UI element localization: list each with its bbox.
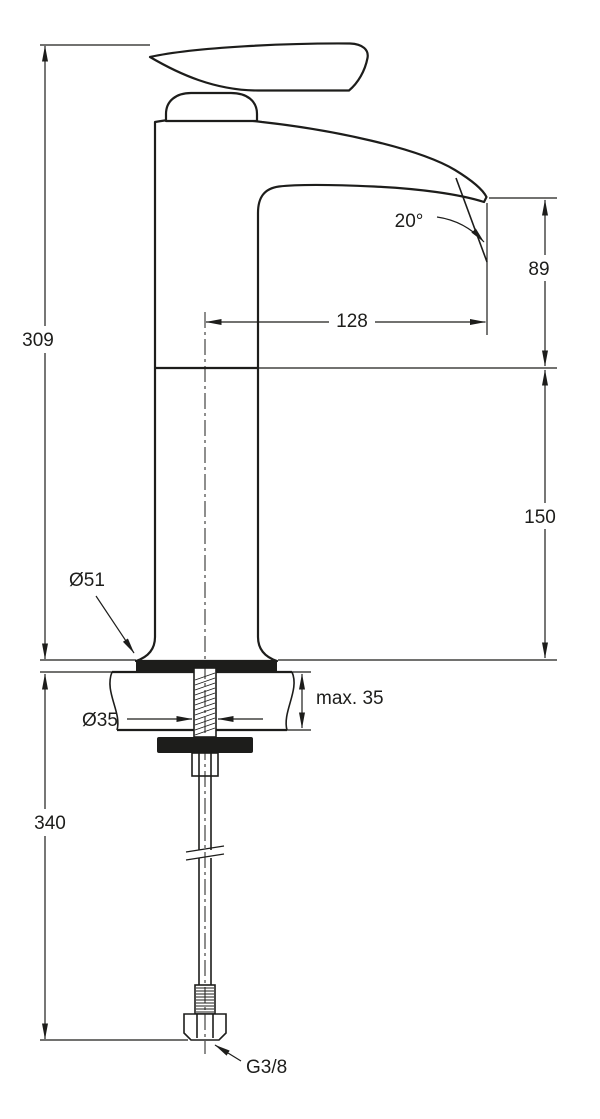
dim-outlet-height: 89 [259,197,558,369]
counter-thickness-label: max. 35 [316,688,384,709]
label-connection-thread: G3/8 [214,1044,287,1078]
counter-break-edge-right [285,671,295,731]
faucet-outline [134,42,488,671]
spout-reach-label: 128 [336,311,368,332]
mounting-hole-label: Ø35 [82,710,118,731]
dim-counter-thickness: max. 35 [286,671,384,731]
total-height-label: 309 [22,330,54,351]
lever-handle [148,42,369,92]
counter-break-edge-left [109,671,119,731]
supply-pipe [198,776,212,985]
below-counter-label: 340 [34,813,66,834]
dim-total-height: 309 [14,44,150,661]
base-diameter-label: Ø51 [69,570,105,591]
dim-spout-reach: 128 [205,203,488,335]
base-gasket [136,661,277,671]
upper-section-label: 150 [524,507,556,528]
label-base-diameter: Ø51 [69,570,135,654]
cartridge-cap [164,91,259,123]
faucet-body-and-spout [134,117,488,663]
dim-below-counter: 340 [25,671,188,1041]
outlet-axis-line [455,177,488,263]
dim-outlet-angle: 20° [395,211,485,243]
outlet-height-label: 89 [528,259,549,280]
connection-thread-label: G3/8 [246,1057,287,1078]
dim-mounting-hole: Ø35 [82,710,263,731]
outlet-angle-label: 20° [395,211,424,232]
countertop-section [109,670,295,732]
dim-upper-section: 150 [278,369,563,661]
